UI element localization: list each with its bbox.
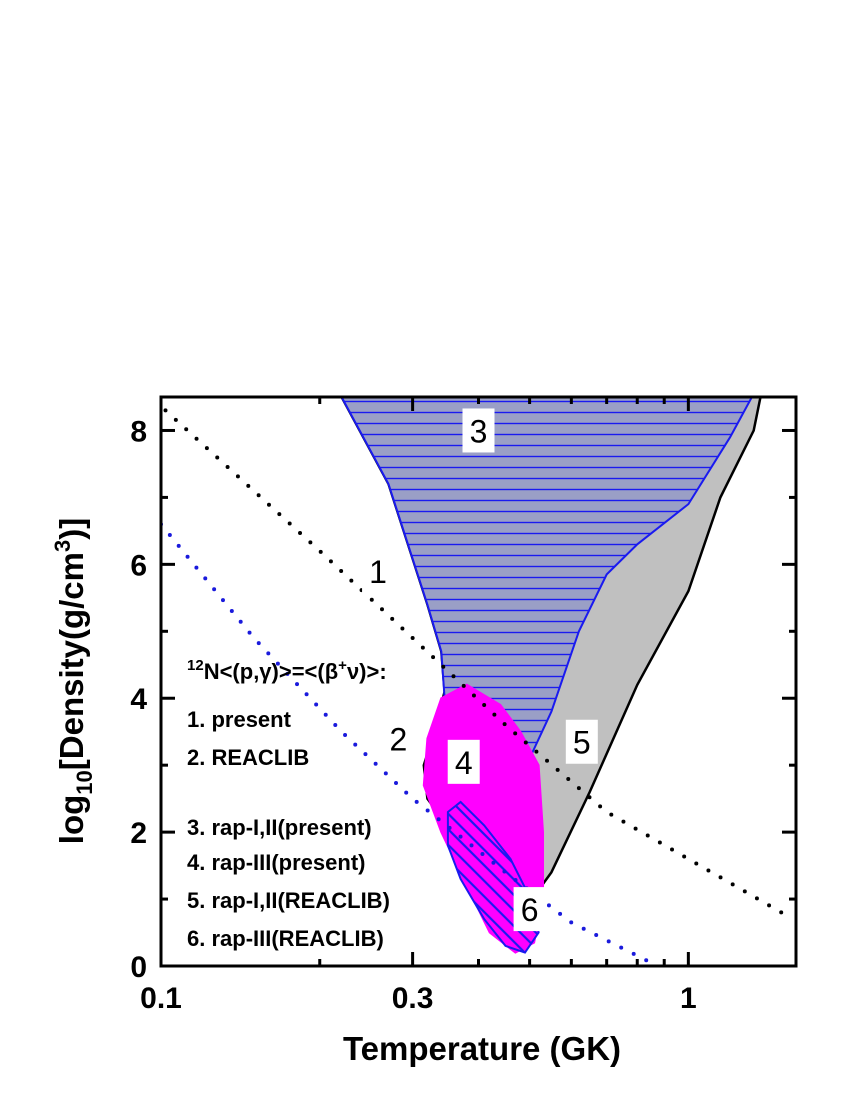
legend: 12N<(p,γ)>=<(β+ν)>: 1. present 2. REACLI… bbox=[187, 657, 390, 951]
legend-title-text: N<(p,γ)>=<(β bbox=[204, 659, 338, 684]
y-tick-label: 4 bbox=[130, 683, 147, 716]
x-tick-label: 0.1 bbox=[140, 982, 182, 1015]
legend-entry-3: 3. rap-I,II(present) bbox=[187, 815, 372, 840]
legend-entry-4: 4. rap-III(present) bbox=[187, 850, 365, 875]
region-4-label-box bbox=[447, 739, 480, 784]
region-6-label: 6 bbox=[521, 892, 539, 928]
y-tick-label: 8 bbox=[130, 415, 147, 448]
x-tick-label: 1 bbox=[680, 982, 697, 1015]
line-1-label-box bbox=[362, 549, 395, 594]
region-3-label: 3 bbox=[470, 413, 488, 449]
region-6-outline bbox=[446, 800, 540, 954]
legend-entry-6: 6. rap-III(REACLIB) bbox=[187, 926, 384, 951]
y-axis-title-sub: 10 bbox=[72, 770, 97, 794]
region-4-outline bbox=[422, 683, 544, 954]
region-6-label-box bbox=[513, 887, 546, 932]
region-3-label-box bbox=[462, 408, 495, 453]
y-tick-label: 0 bbox=[130, 951, 147, 984]
x-axis-title: Temperature (GK) bbox=[343, 1030, 621, 1067]
x-tick-label: 0.3 bbox=[392, 982, 434, 1015]
shaded-regions bbox=[340, 397, 762, 954]
y-axis-title-mid: [Density(g/cm bbox=[53, 552, 90, 770]
legend-entry-5: 5. rap-I,II(REACLIB) bbox=[187, 888, 390, 913]
axis-ticks bbox=[159, 397, 796, 968]
line-2-label: 2 bbox=[390, 721, 408, 757]
region-4-label: 4 bbox=[455, 745, 473, 781]
y-tick-label: 6 bbox=[130, 549, 147, 582]
region-5-label-box bbox=[565, 719, 598, 764]
y-axis-title: log10[Density(g/cm3)] bbox=[50, 518, 97, 844]
legend-title-sup2: + bbox=[338, 657, 347, 674]
region-labels: 3 4 5 6 1 2 bbox=[362, 408, 598, 932]
y-axis-title-post: )] bbox=[53, 518, 90, 540]
axis-tick-labels: 0 2 4 6 8 0.1 0.3 1 bbox=[130, 415, 696, 1015]
legend-entry-1: 1. present bbox=[187, 707, 292, 732]
legend-entry-2: 2. REACLIB bbox=[187, 745, 309, 770]
y-axis-title-pre: log bbox=[53, 795, 90, 844]
legend-title-sup: 12 bbox=[187, 657, 204, 674]
legend-title: 12N<(p,γ)>=<(β+ν)>: bbox=[187, 657, 387, 684]
y-tick-label: 2 bbox=[130, 817, 147, 850]
region-5-label: 5 bbox=[573, 725, 591, 761]
region-3-hatch bbox=[341, 397, 752, 769]
y-axis-title-sup: 3 bbox=[50, 540, 75, 552]
line-1 bbox=[163, 408, 784, 915]
dotted-lines bbox=[161, 408, 784, 965]
legend-title-text2: ν)>: bbox=[347, 659, 387, 684]
line-2 bbox=[161, 522, 654, 965]
line-1-label: 1 bbox=[369, 554, 387, 590]
